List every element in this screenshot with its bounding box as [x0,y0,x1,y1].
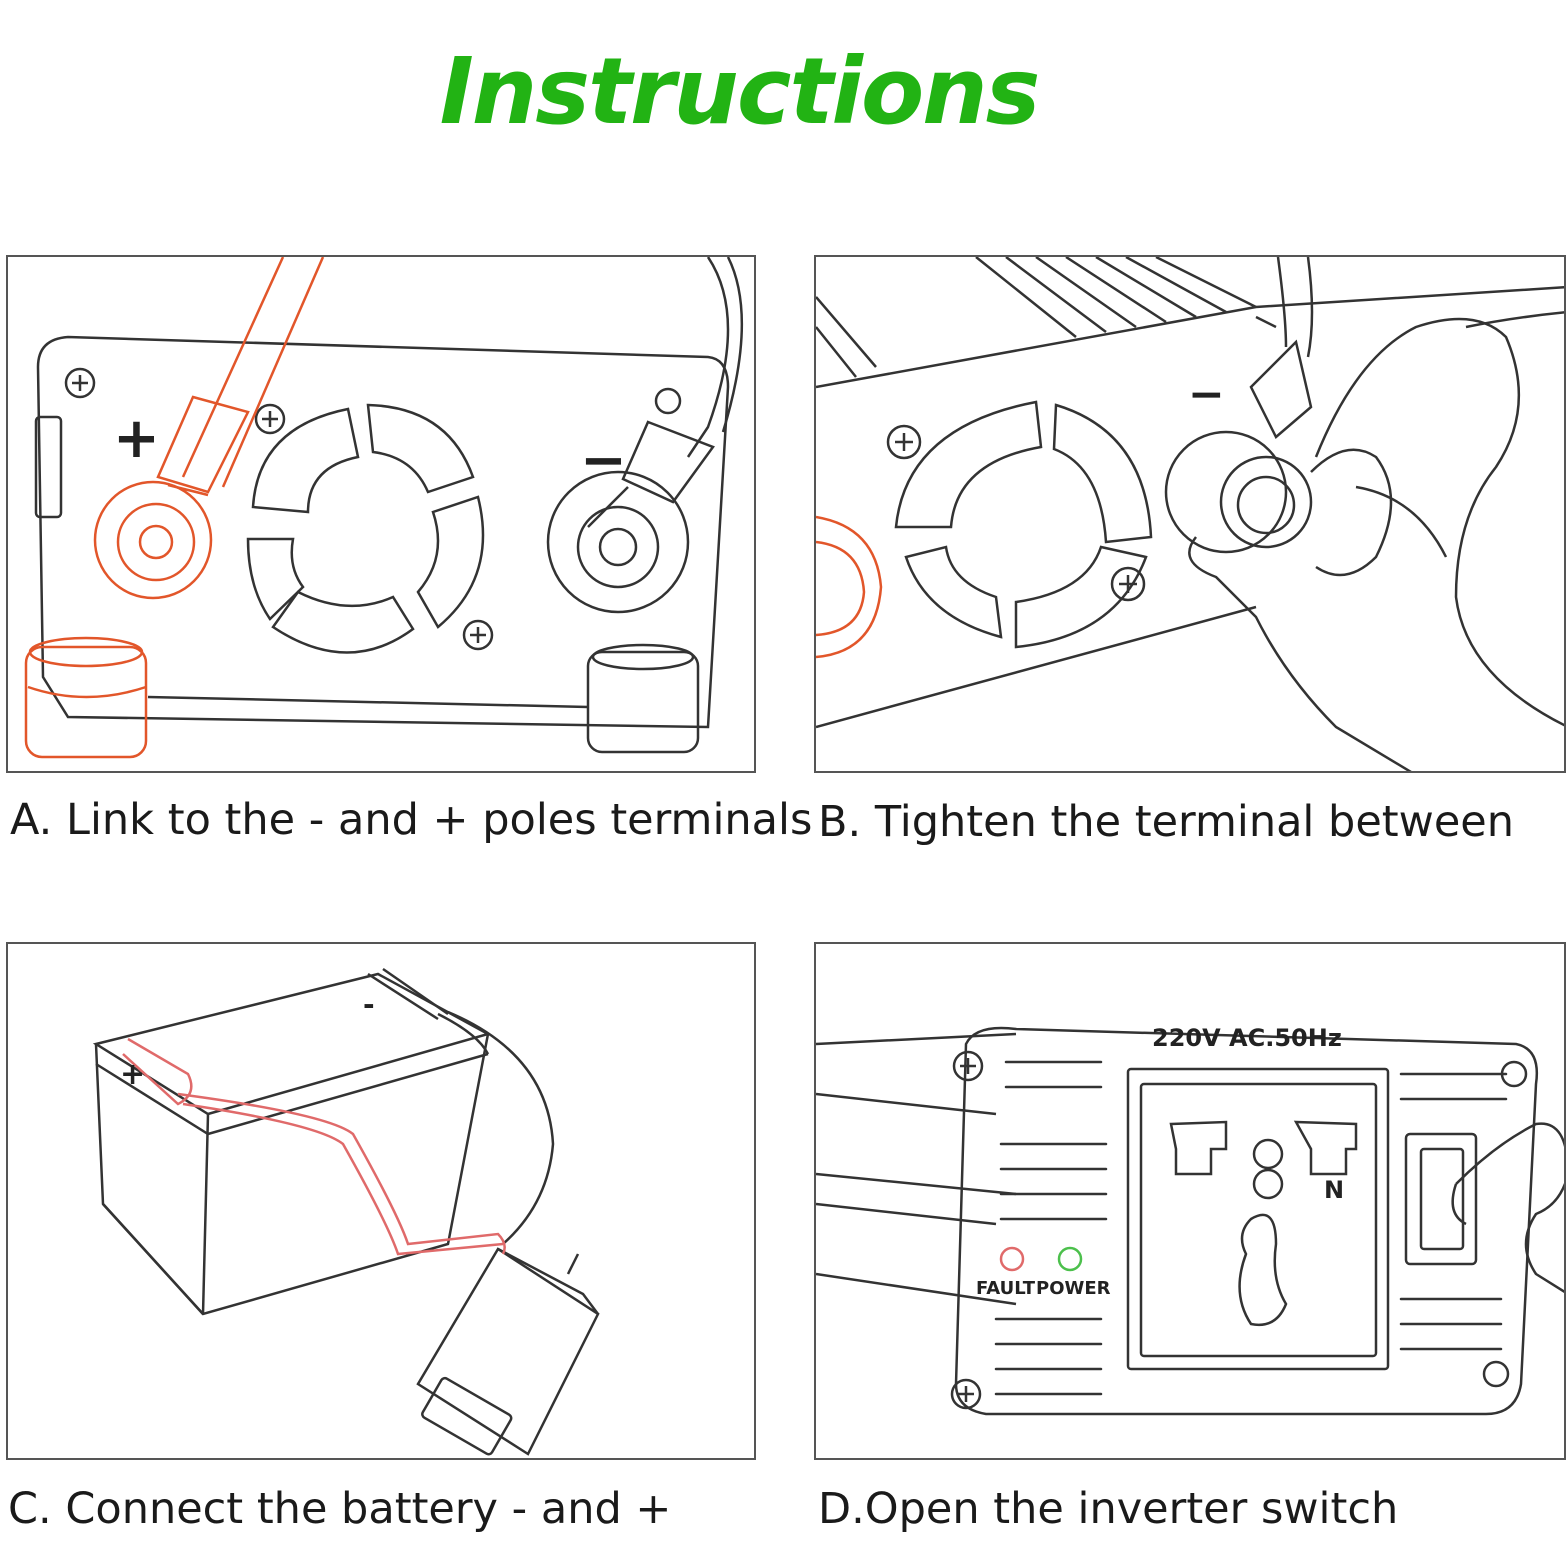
power-label: POWER [1036,1278,1111,1299]
panel-step-d: 220V AC.50Hz N FAULT POWER [814,942,1566,1460]
neutral-label: N [1324,1176,1344,1204]
fault-label: FAULT [976,1278,1036,1299]
illustration-tighten-terminal: − [816,257,1564,771]
rating-label: 220V AC.50Hz [1152,1024,1342,1052]
caption-step-d: D.Open the inverter switch [818,1484,1399,1534]
plus-symbol: + [113,406,160,471]
panel-step-b: − [814,255,1566,773]
caption-step-b: B. Tighten the terminal between [818,797,1514,847]
caption-step-a: A. Link to the - and + poles terminals [10,795,813,845]
caption-step-c: C. Connect the battery - and + [8,1484,672,1534]
minus-symbol: − [580,428,627,493]
minus-symbol: − [1188,369,1225,420]
illustration-battery-connection: + - [92,967,600,1456]
panel-step-a: + − [6,255,756,773]
minus-symbol: - [363,988,375,1021]
page-title: Instructions [439,38,1041,145]
panel-step-c: + - [6,942,756,1460]
illustration-inverter-terminals: + − [24,257,744,759]
illustration-inverter-switch: 220V AC.50Hz N FAULT POWER [816,1024,1564,1416]
plus-symbol: + [120,1057,145,1092]
